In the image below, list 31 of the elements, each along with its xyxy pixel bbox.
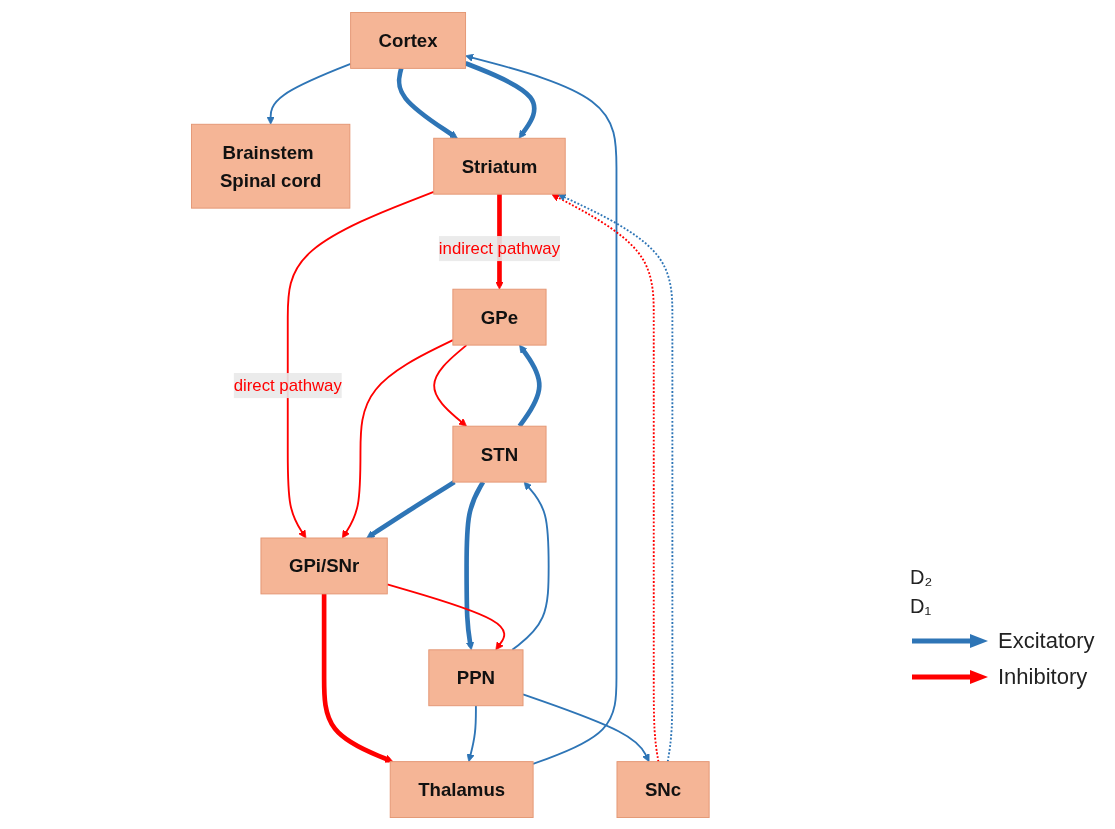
node-box: GPe xyxy=(452,288,547,346)
node-box: Striatum xyxy=(432,137,566,195)
arrow xyxy=(463,480,485,650)
arrow xyxy=(551,193,660,763)
arrow xyxy=(511,481,550,651)
legend-label: Inhibitory xyxy=(998,664,1088,690)
node-box: Brainstem Spinal cord xyxy=(190,123,351,209)
edge-label: indirect pathway xyxy=(438,238,560,258)
node-box: SNc xyxy=(616,760,710,818)
arrow xyxy=(341,338,454,538)
arrow xyxy=(464,60,537,139)
arrow xyxy=(386,582,505,650)
node-box: Cortex xyxy=(349,11,466,69)
arrow xyxy=(266,62,352,125)
arrow xyxy=(557,193,673,763)
arrow xyxy=(366,479,456,538)
arrow xyxy=(521,692,650,762)
node-box: STN xyxy=(452,425,547,483)
legend-label: Excitatory xyxy=(998,628,1095,654)
arrow xyxy=(396,67,458,139)
receptor-label: D₁ xyxy=(910,595,933,618)
node-box: GPi/SNr xyxy=(260,537,388,594)
node-box: PPN xyxy=(428,648,524,706)
arrow xyxy=(286,190,435,538)
receptor-label: D₂ xyxy=(910,566,934,589)
arrow xyxy=(466,704,477,762)
node-box: Thalamus xyxy=(389,760,534,818)
edge-label: direct pathway xyxy=(233,375,342,394)
arrow xyxy=(464,53,618,765)
arrow xyxy=(432,343,468,427)
arrow xyxy=(321,593,393,763)
